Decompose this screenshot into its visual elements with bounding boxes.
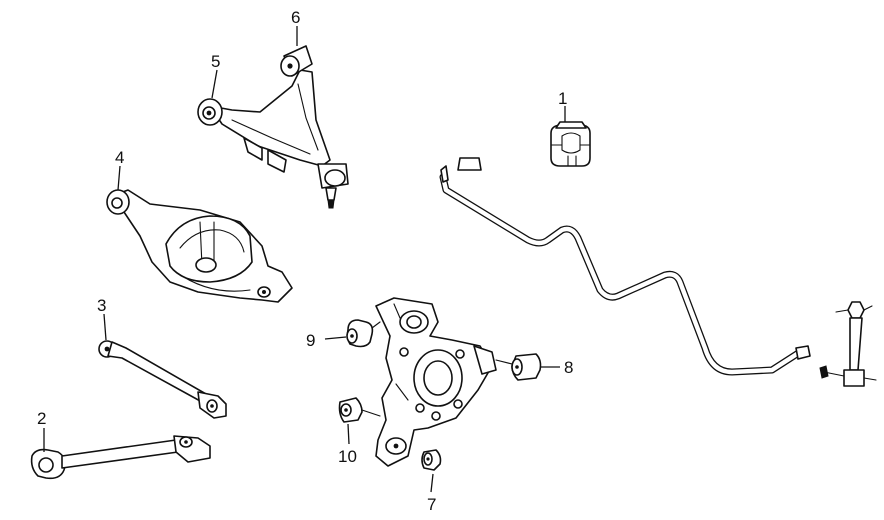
- knuckle-lower-bushing-part[interactable]: [421, 449, 442, 471]
- callout-5: 5: [211, 52, 220, 71]
- callout-7: 7: [427, 495, 436, 514]
- stabilizer-link: [819, 301, 877, 387]
- upper-control-arm: [209, 69, 349, 209]
- upper-arm-front-bushing-part[interactable]: [197, 98, 223, 126]
- callout-6: 6: [291, 8, 300, 27]
- upper-arm-rear-bushing-part[interactable]: [280, 45, 313, 77]
- callout-1: 1: [558, 89, 567, 108]
- callout-8: 8: [564, 358, 573, 377]
- stabilizer-bushing-part[interactable]: [550, 121, 591, 167]
- lower-control-arm-part[interactable]: [106, 189, 293, 303]
- knuckle-upper-bushing-part[interactable]: [346, 319, 374, 348]
- toe-control-rod-part[interactable]: [98, 340, 227, 419]
- callout-4: 4: [115, 148, 124, 167]
- knuckle-rear-bushing-part[interactable]: [511, 353, 542, 381]
- callout-2: 2: [37, 409, 46, 428]
- callout-3: 3: [97, 296, 106, 315]
- callout-10: 10: [338, 447, 357, 466]
- rear-lateral-link-part[interactable]: [30, 435, 211, 480]
- stabilizer-bar: [439, 157, 811, 376]
- knuckle-front-bushing-part[interactable]: [338, 397, 363, 423]
- rear-knuckle: [375, 297, 497, 467]
- callout-9: 9: [306, 331, 315, 350]
- leader-lines: [43, 26, 566, 493]
